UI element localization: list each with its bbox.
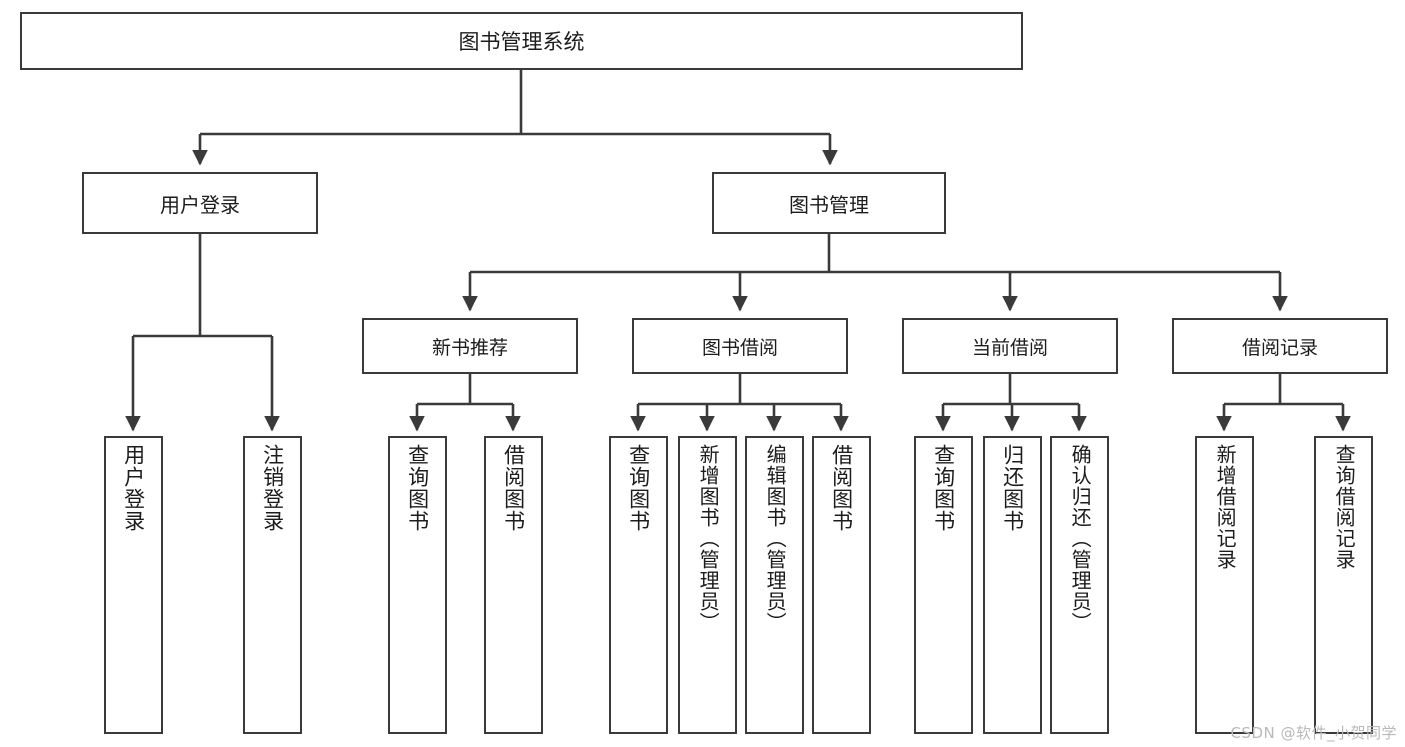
leaf-add-book-admin[interactable]: 新增图书（管理员） [678,436,737,734]
leaf-query-book-current[interactable]: 查询图书 [914,436,973,734]
leaf-user-login[interactable]: 用户登录 [104,436,163,734]
leaf-borrow-book-recommend[interactable]: 借阅图书 [484,436,543,734]
leaf-label: 编辑图书（管理员） [763,444,788,633]
leaf-logout[interactable]: 注销登录 [243,436,302,734]
leaf-label: 查询图书 [626,444,651,532]
watermark: CSDN @软件_小贺同学 [1230,724,1397,742]
leaf-query-book-borrow[interactable]: 查询图书 [609,436,668,734]
node-book-management[interactable]: 图书管理 [712,172,946,234]
node-new-book-recommend[interactable]: 新书推荐 [362,318,578,374]
leaf-edit-book-admin[interactable]: 编辑图书（管理员） [745,436,804,734]
leaf-label: 借阅图书 [829,444,854,532]
leaf-return-book[interactable]: 归还图书 [983,436,1042,734]
leaf-label: 用户登录 [121,444,146,532]
leaf-query-borrow-record[interactable]: 查询借阅记录 [1314,436,1373,734]
leaf-label: 归还图书 [1000,444,1025,532]
node-root-system[interactable]: 图书管理系统 [20,12,1023,70]
node-book-borrow[interactable]: 图书借阅 [632,318,848,374]
leaf-add-borrow-record[interactable]: 新增借阅记录 [1195,436,1254,734]
leaf-query-book-recommend[interactable]: 查询图书 [388,436,447,734]
leaf-label: 查询图书 [405,444,430,532]
leaf-label: 确认归还（管理员） [1068,444,1093,633]
leaf-label: 借阅图书 [501,444,526,532]
node-current-borrow[interactable]: 当前借阅 [902,318,1118,374]
leaf-label: 查询借阅记录 [1332,444,1357,570]
leaf-label: 新增图书（管理员） [696,444,721,633]
leaf-label: 新增借阅记录 [1213,444,1238,570]
leaf-borrow-book[interactable]: 借阅图书 [812,436,871,734]
node-user-login[interactable]: 用户登录 [82,172,318,234]
node-borrow-record[interactable]: 借阅记录 [1172,318,1388,374]
leaf-label: 查询图书 [931,444,956,532]
leaf-confirm-return-admin[interactable]: 确认归还（管理员） [1050,436,1109,734]
leaf-label: 注销登录 [260,444,285,532]
